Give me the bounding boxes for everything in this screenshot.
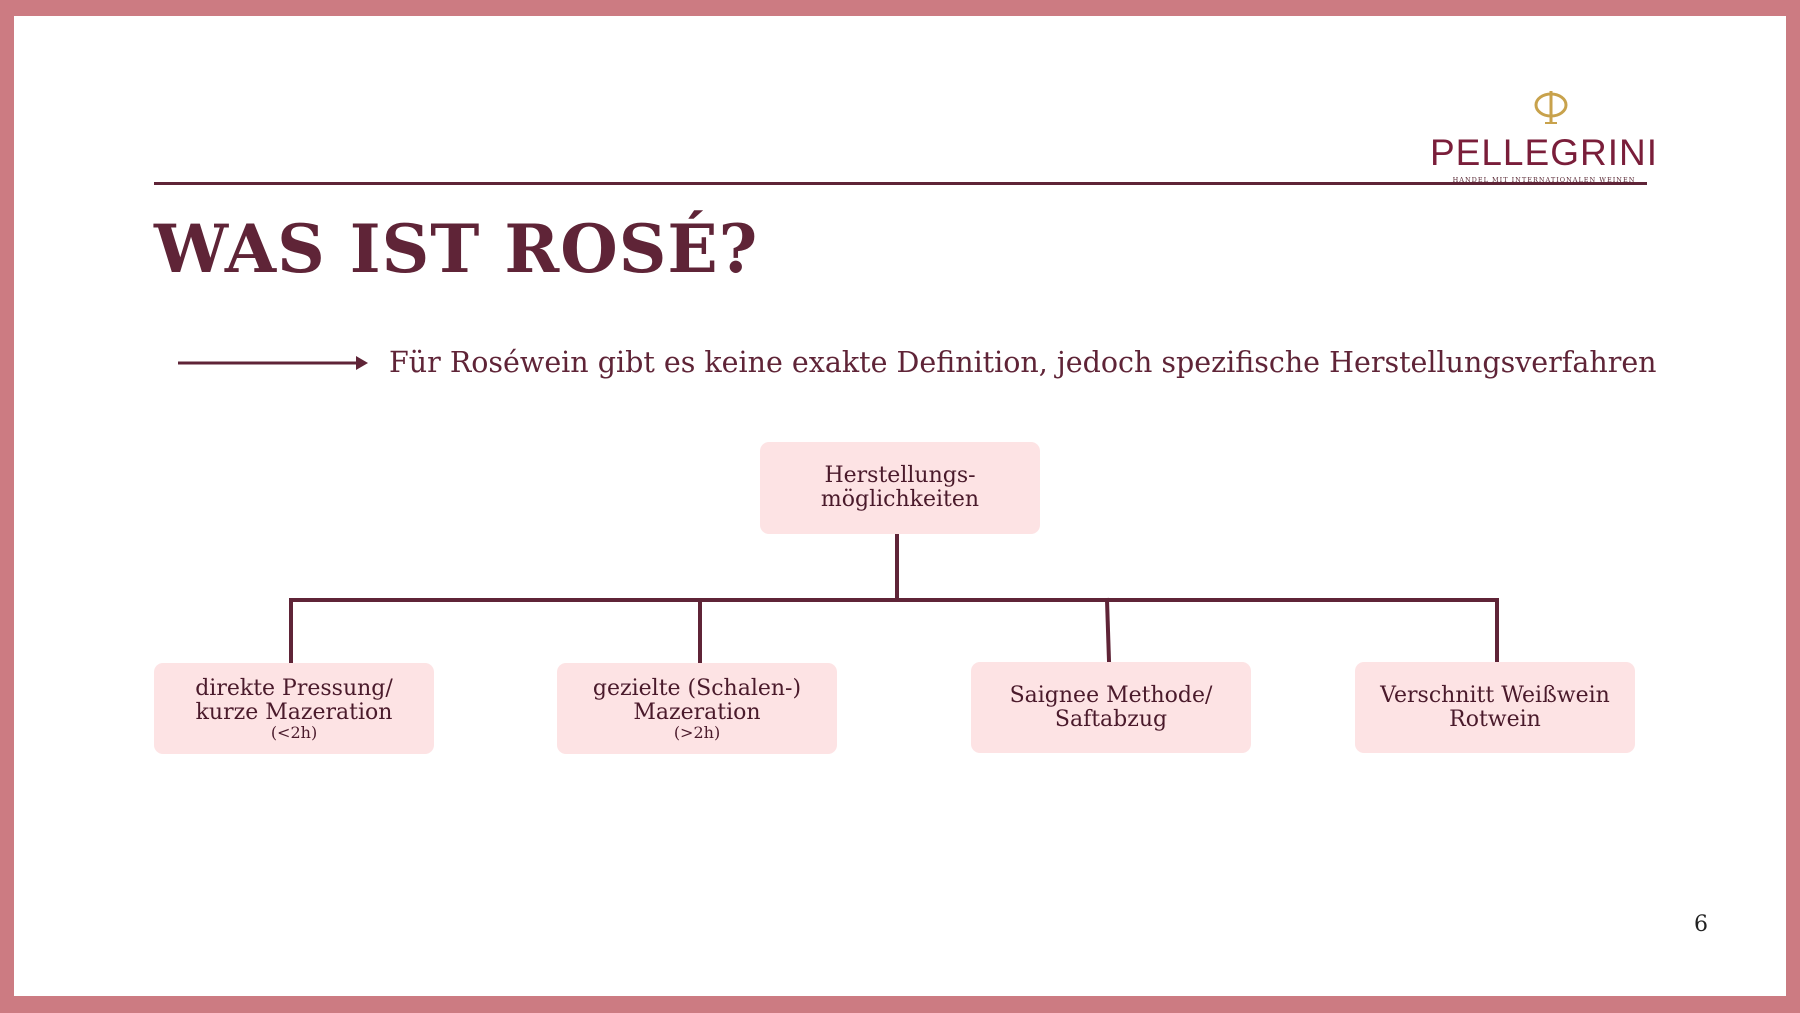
node-label-line: direkte Pressung/ bbox=[195, 675, 393, 701]
node-note: (<2h) bbox=[270, 722, 318, 742]
header-rule bbox=[154, 182, 1647, 185]
node-label-line: Mazeration bbox=[633, 699, 761, 725]
diagram-child-box-saignee: Saignee Methode/ Saftabzug bbox=[971, 662, 1251, 753]
arrow-right-icon bbox=[178, 356, 368, 370]
diagram-child-box-blend: Verschnitt Weißwein Rotwein bbox=[1355, 662, 1635, 753]
child-connector bbox=[1104, 597, 1112, 664]
diagram-child-box-direct-pressing: direkte Pressung/ kurze Mazeration (<2h) bbox=[154, 663, 434, 754]
node-label-line: möglichkeiten bbox=[820, 487, 980, 512]
pellegrini-monogram-icon bbox=[1534, 91, 1568, 124]
node-label-line: gezielte (Schalen-) bbox=[592, 675, 802, 701]
page-number: 6 bbox=[1694, 912, 1708, 937]
tree-connectors bbox=[289, 531, 1499, 664]
node-label-line: Saftabzug bbox=[1054, 706, 1168, 732]
brand-name: PELLEGRINI bbox=[1430, 132, 1658, 173]
slide: PELLEGRINI HANDEL MIT INTERNATIONALEN WE… bbox=[14, 16, 1786, 996]
slide-subtitle: Für Roséwein gibt es keine exakte Defini… bbox=[389, 346, 1657, 379]
node-label-line: Saignee Methode/ bbox=[1009, 682, 1213, 708]
brand-tagline: HANDEL MIT INTERNATIONALEN WEINEN bbox=[1452, 176, 1636, 184]
diagram-child-box-maceration: gezielte (Schalen-) Mazeration (>2h) bbox=[557, 663, 837, 754]
node-label-line: kurze Mazeration bbox=[195, 699, 393, 725]
node-label-line: Rotwein bbox=[1449, 706, 1541, 732]
node-label-line: Herstellungs- bbox=[824, 463, 976, 488]
node-label-line: Verschnitt Weißwein bbox=[1380, 682, 1610, 708]
diagram-root-box: Herstellungs- möglichkeiten bbox=[760, 442, 1040, 534]
node-note: (>2h) bbox=[673, 722, 721, 742]
brand-logo: PELLEGRINI HANDEL MIT INTERNATIONALEN WE… bbox=[1414, 90, 1674, 190]
slide-title: WAS IST ROSÉ? bbox=[154, 210, 759, 288]
